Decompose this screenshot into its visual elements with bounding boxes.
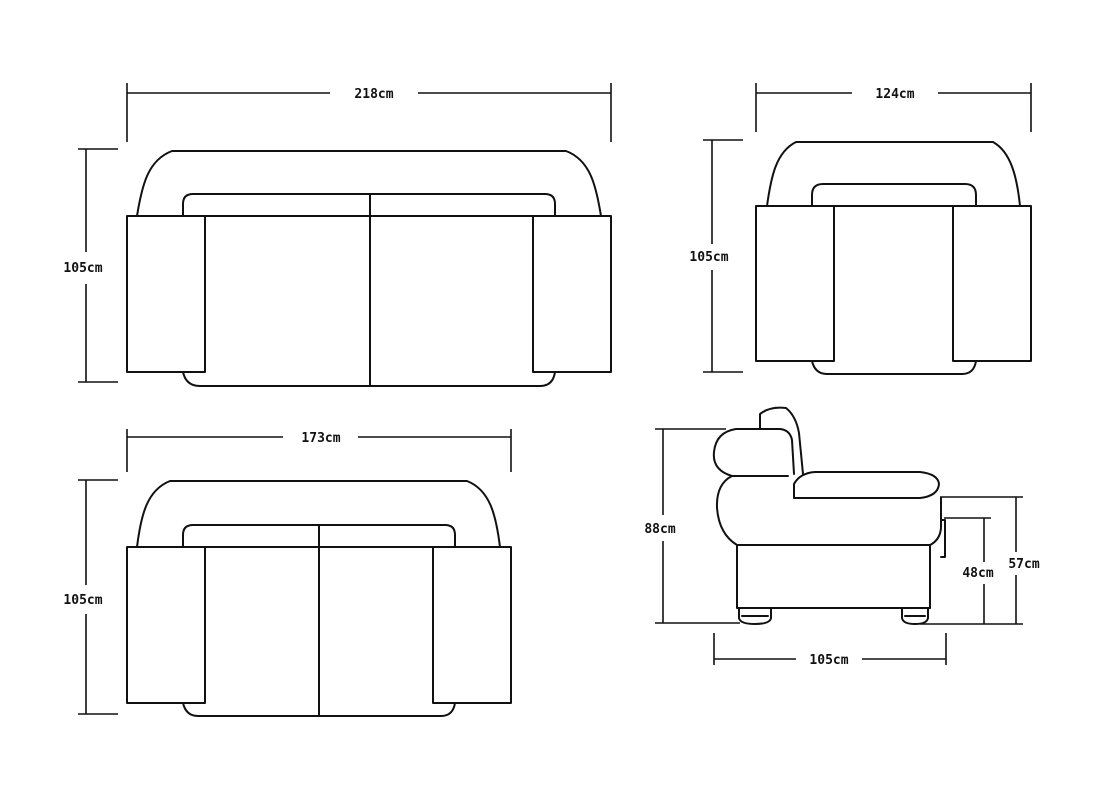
armchair-top-view: 124cm 105cm (689, 83, 1032, 375)
sofa-2-seat-depth-dimension: 105cm (63, 479, 118, 715)
sofa-3-seat-right-arm (532, 215, 612, 373)
armchair-width-dimension: 124cm (755, 83, 1032, 132)
sofa-3-seat-outline (126, 150, 612, 387)
side-view-depth-label: 105cm (809, 653, 848, 668)
sofa-3-seat-width-dimension: 218cm (126, 83, 612, 142)
sofa-3-seat-depth-dimension: 105cm (63, 148, 118, 383)
side-view-depth-dimension: 105cm (713, 633, 947, 668)
side-view-back-cushion (712, 428, 795, 477)
side-view-armrest-height-dimension: 57cm (940, 496, 1040, 624)
armchair-depth-dimension: 105cm (689, 139, 743, 373)
side-view-seat-cushion (793, 471, 940, 499)
side-view-back-leg (901, 607, 929, 625)
side-view-seat-height-label: 48cm (962, 566, 993, 581)
sofa-3-seat-depth-label: 105cm (63, 261, 102, 276)
sofa-2-seat-top-view: 173cm 105cm (63, 429, 512, 717)
sofa-2-seat-right-arm (432, 546, 512, 704)
sofa-3-seat-left-arm (126, 215, 206, 373)
armchair-depth-label: 105cm (689, 250, 728, 265)
side-view-body (715, 475, 942, 546)
side-view-seat-height-dimension: 48cm (944, 517, 994, 624)
side-view: 88cm 57cm 48cm 105cm (644, 406, 1040, 668)
sofa-2-seat-width-dimension: 173cm (126, 429, 512, 472)
armchair-outline (755, 141, 1032, 375)
armchair-left-arm (755, 205, 835, 362)
sofa-3-seat-top-view: 218cm 105cm (63, 83, 612, 387)
side-view-height-label: 88cm (644, 522, 675, 537)
armchair-right-arm (952, 205, 1032, 362)
side-view-backrest (759, 406, 804, 475)
sofa-2-seat-outline (126, 480, 512, 717)
side-view-outline (712, 406, 946, 625)
sofa-2-seat-depth-label: 105cm (63, 593, 102, 608)
side-view-armrest-height-label: 57cm (1008, 557, 1039, 572)
armchair-width-label: 124cm (875, 87, 914, 102)
side-view-height-dimension: 88cm (644, 428, 740, 624)
side-view-front-leg (738, 607, 772, 625)
sofa-2-seat-left-arm (126, 546, 206, 704)
sofa-3-seat-width-label: 218cm (354, 87, 393, 102)
sofa-2-seat-width-label: 173cm (301, 431, 340, 446)
